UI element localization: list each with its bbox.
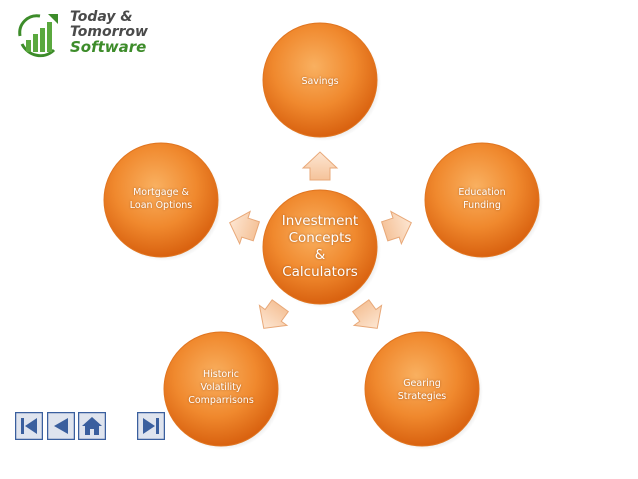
historic-label-line-3: Comparrisons <box>188 395 254 406</box>
slide-navigation <box>14 411 166 442</box>
arrow-to-savings <box>301 151 339 181</box>
arrow-to-historic <box>258 299 290 329</box>
home-button[interactable] <box>77 411 107 441</box>
mortgage-label-line-1: Mortgage & <box>133 187 189 198</box>
mortgage-label-line-2: Loan Options <box>129 200 193 211</box>
last-slide-icon <box>136 411 166 441</box>
previous-slide-icon <box>46 411 76 441</box>
savings-label: Savings <box>270 75 370 88</box>
education-label-line-1: Education <box>458 187 506 198</box>
arrow-to-mortgage <box>229 210 261 246</box>
logo-line-1: Today & <box>70 9 133 25</box>
node-historic-volatility <box>163 331 279 447</box>
mortgage-label: Mortgage & Loan Options <box>111 186 211 212</box>
first-slide-icon <box>14 411 44 441</box>
logo-line-2: Tomorrow <box>70 24 148 40</box>
center-label-line-4: Calculators <box>282 264 358 280</box>
logo-wordmark: Today & Tomorrow Software <box>70 10 160 55</box>
growth-bars-icon <box>18 14 58 58</box>
gearing-label: Gearing Strategies <box>372 377 472 403</box>
first-slide-button[interactable] <box>14 411 44 441</box>
node-center <box>262 189 378 305</box>
gearing-label-line-1: Gearing <box>403 378 441 389</box>
home-icon <box>77 411 107 441</box>
last-slide-button[interactable] <box>136 411 166 441</box>
arrow-to-gearing <box>351 299 383 329</box>
node-gearing-strategies <box>364 331 480 447</box>
center-label: Investment Concepts & Calculators <box>270 213 370 281</box>
education-label-line-2: Funding <box>463 200 501 211</box>
company-logo: Today & Tomorrow Software <box>14 10 154 62</box>
node-education-funding <box>424 142 540 258</box>
previous-slide-button[interactable] <box>46 411 76 441</box>
arrow-to-education <box>380 210 412 246</box>
historic-label-line-2: Volatility <box>200 382 242 393</box>
historic-label: Historic Volatility Comparrisons <box>166 368 276 407</box>
center-label-line-3: & <box>314 247 326 263</box>
center-label-line-2: Concepts <box>288 230 352 246</box>
center-label-line-1: Investment <box>281 213 359 229</box>
education-label: Education Funding <box>432 186 532 212</box>
gearing-label-line-2: Strategies <box>397 391 447 402</box>
savings-label-line: Savings <box>301 76 339 87</box>
node-savings <box>262 22 378 138</box>
node-mortgage-loan <box>103 142 219 258</box>
logo-line-3: Software <box>70 38 147 56</box>
historic-label-line-1: Historic <box>202 369 240 380</box>
